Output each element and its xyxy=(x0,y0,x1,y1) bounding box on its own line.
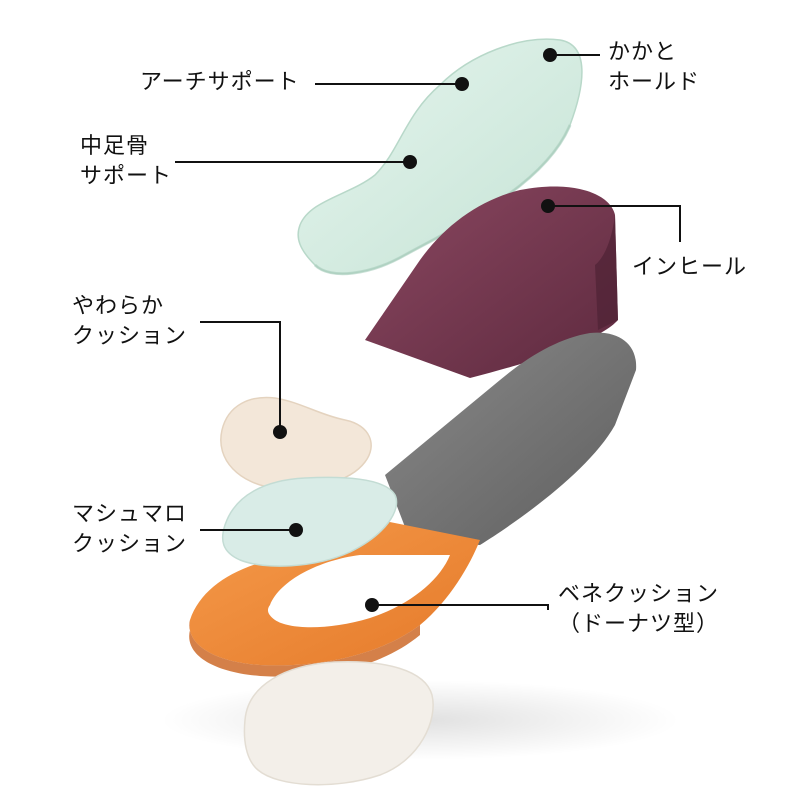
label-marshmallow-cushion: マシュマロ クッション xyxy=(72,502,188,557)
label-inheel: インヒール xyxy=(632,255,748,280)
bottom-cushion-pad xyxy=(243,661,434,786)
leader-inheel xyxy=(548,205,681,242)
bene-cushion-layer xyxy=(189,520,480,666)
soft-cushion-pad xyxy=(220,396,372,490)
label-arch-support: アーチサポート xyxy=(140,70,300,95)
label-bene-cushion: ベネクッション （ドーナツ型） xyxy=(558,582,720,637)
felt-base-layer xyxy=(385,332,637,545)
dot-heel-hold xyxy=(543,48,557,62)
dot-arch-support xyxy=(455,77,469,91)
leader-bene-cushion xyxy=(372,604,549,610)
dot-inheel xyxy=(541,199,555,213)
inheel-layer xyxy=(365,186,618,378)
label-soft-cushion: やわらか クッション xyxy=(72,294,188,349)
label-heel-hold: かかと ホールド xyxy=(608,40,701,95)
dot-soft-cushion xyxy=(273,425,287,439)
leader-dots xyxy=(273,48,557,612)
dot-bene-cushion xyxy=(365,598,379,612)
leader-lines xyxy=(175,54,681,610)
marshmallow-cushion-pad xyxy=(221,476,398,567)
dot-metatarsal-support xyxy=(403,155,417,169)
leader-soft-cushion xyxy=(200,321,281,432)
dot-marshmallow-cushion xyxy=(289,523,303,537)
label-metatarsal-support: 中足骨 サポート xyxy=(80,134,173,189)
